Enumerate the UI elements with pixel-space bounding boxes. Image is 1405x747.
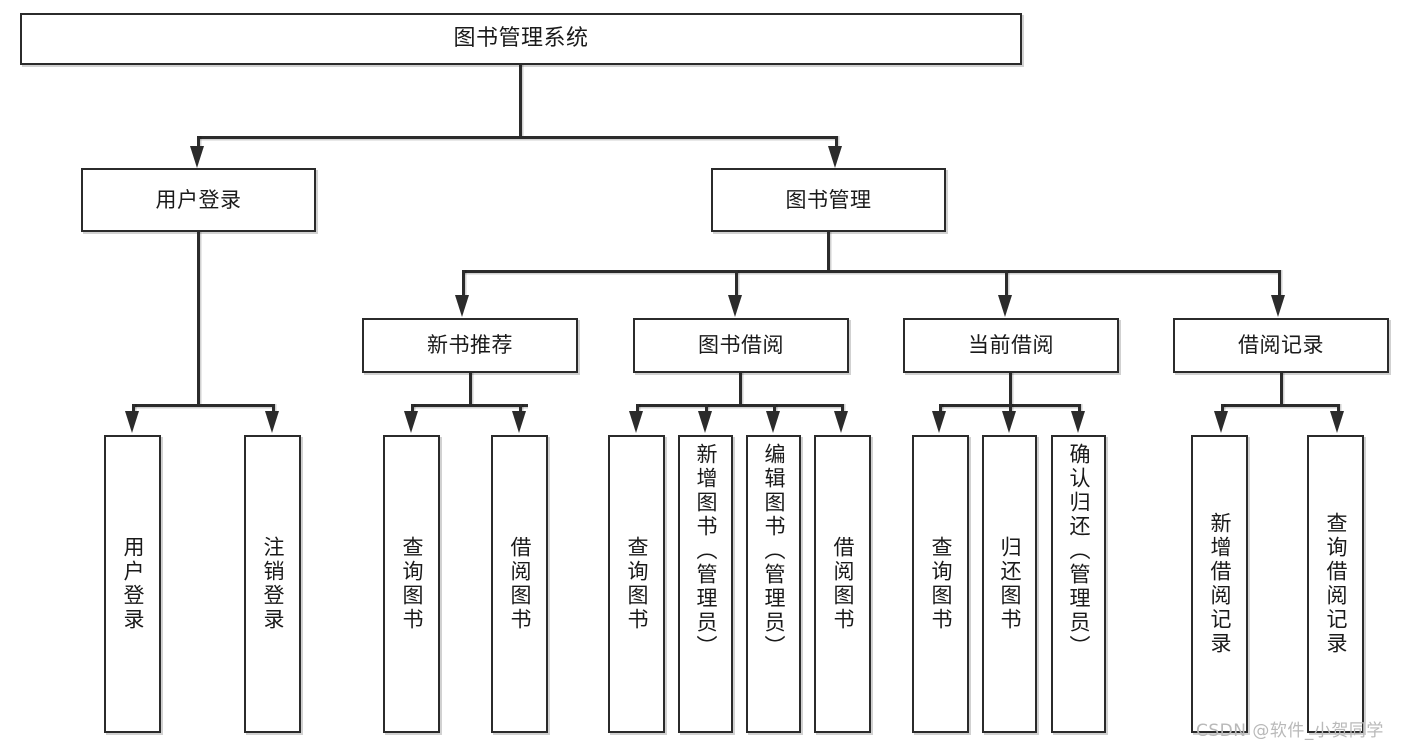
node-root-book-management-system[interactable]: 图书管理系统: [20, 13, 1022, 65]
leaf-add-borrow-record[interactable]: 新增借阅记录: [1191, 435, 1248, 733]
arrowhead-leaf-user-login: [125, 411, 139, 433]
connector-drop-leaf-logout-login: [272, 404, 275, 414]
leaf-borrow-book-2[interactable]: 借阅图书: [814, 435, 871, 733]
node-label: 图书管理系统: [453, 26, 589, 52]
connector-drop-leaf-add-borrow-record: [1221, 404, 1224, 414]
connector-book-management-stem: [827, 232, 830, 271]
arrowhead-leaf-query-book-2: [629, 411, 643, 433]
node-label: 查询图书: [929, 536, 953, 632]
arrowhead-new-book-recommend: [455, 295, 469, 317]
leaf-query-book-2[interactable]: 查询图书: [608, 435, 665, 733]
leaf-return-book[interactable]: 归还图书: [982, 435, 1037, 733]
node-label: 确认归还（管理员）: [1067, 443, 1091, 659]
node-label: 查询图书: [625, 536, 649, 632]
connector-book-borrow-bus: [637, 404, 843, 407]
connector-level2-bus: [198, 136, 837, 139]
arrowhead-user-login: [190, 146, 204, 168]
connector-new-book-recommend-bus: [412, 404, 528, 407]
node-label: 用户登录: [121, 536, 145, 632]
connector-drop-book-management: [835, 136, 838, 152]
leaf-query-borrow-record[interactable]: 查询借阅记录: [1307, 435, 1364, 733]
node-current-borrow[interactable]: 当前借阅: [903, 318, 1119, 373]
leaf-confirm-return-admin[interactable]: 确认归还（管理员）: [1051, 435, 1106, 733]
arrowhead-book-borrow: [728, 295, 742, 317]
connector-drop-leaf-return-book: [1009, 404, 1012, 414]
node-label: 编辑图书（管理员）: [762, 443, 786, 659]
node-label: 新书推荐: [427, 333, 513, 358]
connector-book-borrow-stem: [739, 373, 742, 405]
connector-user-login-stem: [197, 232, 200, 405]
connector-current-borrow-stem: [1009, 373, 1012, 405]
node-label: 查询图书: [400, 536, 424, 632]
leaf-logout-login[interactable]: 注销登录: [244, 435, 301, 733]
connector-new-book-recommend-stem: [469, 373, 472, 405]
leaf-add-book-admin[interactable]: 新增图书（管理员）: [678, 435, 733, 733]
connector-drop-leaf-query-book-1: [411, 404, 414, 414]
arrowhead-leaf-logout-login: [265, 411, 279, 433]
node-borrow-record[interactable]: 借阅记录: [1173, 318, 1389, 373]
arrowhead-leaf-add-borrow-record: [1214, 411, 1228, 433]
connector-drop-leaf-add-book-admin: [705, 404, 708, 414]
arrowhead-leaf-edit-book-admin: [766, 411, 780, 433]
connector-borrow-record-stem: [1280, 373, 1283, 405]
connector-drop-new-book-recommend: [462, 270, 465, 296]
node-label: 当前借阅: [968, 333, 1054, 358]
arrowhead-leaf-confirm-return-admin: [1071, 411, 1085, 433]
node-label: 新增图书（管理员）: [694, 443, 718, 659]
connector-drop-user-login: [197, 136, 200, 152]
node-book-borrow[interactable]: 图书借阅: [633, 318, 849, 373]
arrowhead-leaf-borrow-book-2: [834, 411, 848, 433]
connector-drop-leaf-borrow-book-1: [519, 404, 522, 414]
node-label: 用户登录: [155, 187, 242, 212]
connector-user-login-bus: [133, 404, 275, 407]
connector-drop-leaf-query-book-3: [939, 404, 942, 414]
node-label: 新增借阅记录: [1208, 512, 1232, 656]
arrowhead-book-management: [828, 146, 842, 168]
csdn-watermark: CSDN @软件_小贺同学: [1196, 721, 1384, 741]
connector-drop-current-borrow: [1005, 270, 1008, 296]
connector-drop-leaf-borrow-book-2: [841, 404, 844, 414]
connector-borrow-record-bus: [1222, 404, 1339, 407]
arrowhead-leaf-query-borrow-record: [1330, 411, 1344, 433]
leaf-borrow-book-1[interactable]: 借阅图书: [491, 435, 548, 733]
arrowhead-leaf-query-book-1: [404, 411, 418, 433]
connector-root-stem: [519, 65, 522, 137]
node-user-login[interactable]: 用户登录: [81, 168, 316, 232]
arrowhead-leaf-return-book: [1002, 411, 1016, 433]
connector-level3-bus: [463, 270, 1281, 273]
connector-drop-leaf-query-book-2: [636, 404, 639, 414]
connector-drop-leaf-confirm-return-admin: [1078, 404, 1081, 414]
arrowhead-current-borrow: [998, 295, 1012, 317]
arrowhead-borrow-record: [1271, 295, 1285, 317]
node-book-management[interactable]: 图书管理: [711, 168, 946, 232]
arrowhead-leaf-add-book-admin: [698, 411, 712, 433]
node-label: 图书管理: [785, 187, 872, 212]
node-new-book-recommend[interactable]: 新书推荐: [362, 318, 578, 373]
node-label: 借阅记录: [1238, 333, 1324, 358]
connector-drop-book-borrow: [735, 270, 738, 296]
connector-drop-leaf-query-borrow-record: [1337, 404, 1340, 414]
leaf-user-login[interactable]: 用户登录: [104, 435, 161, 733]
connector-drop-leaf-edit-book-admin: [773, 404, 776, 414]
node-label: 归还图书: [998, 536, 1022, 632]
node-label: 查询借阅记录: [1324, 512, 1348, 656]
leaf-query-book-3[interactable]: 查询图书: [912, 435, 969, 733]
arrowhead-leaf-query-book-3: [932, 411, 946, 433]
leaf-query-book-1[interactable]: 查询图书: [383, 435, 440, 733]
connector-drop-borrow-record: [1278, 270, 1281, 296]
node-label: 图书借阅: [698, 333, 784, 358]
arrowhead-leaf-borrow-book-1: [512, 411, 526, 433]
leaf-edit-book-admin[interactable]: 编辑图书（管理员）: [746, 435, 801, 733]
node-label: 借阅图书: [831, 536, 855, 632]
node-label: 借阅图书: [508, 536, 532, 632]
node-label: 注销登录: [261, 536, 285, 632]
connector-drop-leaf-user-login: [132, 404, 135, 414]
